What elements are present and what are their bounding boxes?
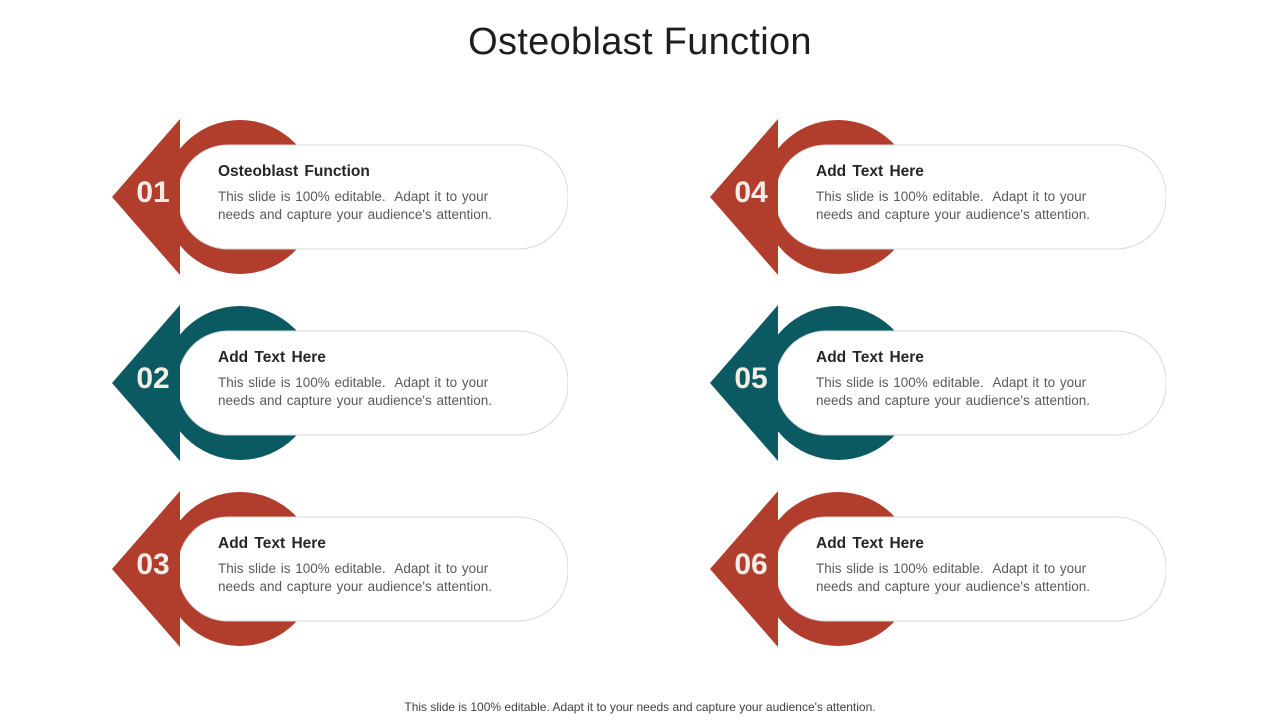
item-body-line1: This slide is 100% editable. Adapt it to… (816, 189, 1087, 204)
item-text-placeholder[interactable]: Add Text Here This slide is 100% editabl… (816, 163, 1118, 224)
item-body-line1: This slide is 100% editable. Adapt it to… (218, 375, 489, 390)
item-body-line1: This slide is 100% editable. Adapt it to… (816, 375, 1087, 390)
item-body-line2: needs and capture your audience's attent… (218, 393, 493, 408)
item-text-placeholder[interactable]: Add Text Here This slide is 100% editabl… (218, 349, 520, 410)
item-number: 04 (734, 176, 768, 209)
item-title[interactable]: Osteoblast Function (218, 163, 370, 180)
item-number: 02 (136, 362, 170, 395)
item-body-line2: needs and capture your audience's attent… (218, 207, 493, 222)
footer-note: This slide is 100% editable. Adapt it to… (404, 700, 876, 714)
list-item: 05 Add Text Here This slide is 100% edit… (706, 303, 1166, 463)
item-body-line2: needs and capture your audience's attent… (218, 579, 493, 594)
item-body-line2: needs and capture your audience's attent… (816, 207, 1091, 222)
list-item: 02 Add Text Here This slide is 100% edit… (108, 303, 568, 463)
arrow-circle-graphic (710, 119, 1166, 275)
item-body-line1: This slide is 100% editable. Adapt it to… (816, 561, 1087, 576)
item-number: 05 (734, 362, 768, 395)
arrow-circle-graphic (112, 305, 568, 461)
item-body-line1: This slide is 100% editable. Adapt it to… (218, 561, 489, 576)
list-item: 03 Add Text Here This slide is 100% edit… (108, 489, 568, 649)
item-number: 01 (136, 176, 170, 209)
item-text-placeholder[interactable]: Osteoblast Function This slide is 100% e… (218, 163, 520, 224)
list-item: 04 Add Text Here This slide is 100% edit… (706, 117, 1166, 277)
item-body-line2: needs and capture your audience's attent… (816, 393, 1091, 408)
item-title[interactable]: Add Text Here (218, 349, 326, 366)
arrow-circle-graphic (112, 491, 568, 647)
item-title[interactable]: Add Text Here (218, 535, 326, 552)
item-text-placeholder[interactable]: Add Text Here This slide is 100% editabl… (816, 349, 1118, 410)
item-body-line1: This slide is 100% editable. Adapt it to… (218, 189, 489, 204)
item-number: 03 (136, 548, 170, 581)
item-title[interactable]: Add Text Here (816, 163, 924, 180)
list-item: 01 Osteoblast Function This slide is 100… (108, 117, 568, 277)
item-title[interactable]: Add Text Here (816, 535, 924, 552)
arrow-circle-graphic (710, 491, 1166, 647)
list-item: 06 Add Text Here This slide is 100% edit… (706, 489, 1166, 649)
arrow-circle-graphic (710, 305, 1166, 461)
item-text-placeholder[interactable]: Add Text Here This slide is 100% editabl… (218, 535, 520, 596)
arrow-circle-graphic (112, 119, 568, 275)
item-text-placeholder[interactable]: Add Text Here This slide is 100% editabl… (816, 535, 1118, 596)
page-title[interactable]: Osteoblast Function (468, 21, 812, 63)
item-body-line2: needs and capture your audience's attent… (816, 579, 1091, 594)
item-title[interactable]: Add Text Here (816, 349, 924, 366)
item-number: 06 (734, 548, 768, 581)
